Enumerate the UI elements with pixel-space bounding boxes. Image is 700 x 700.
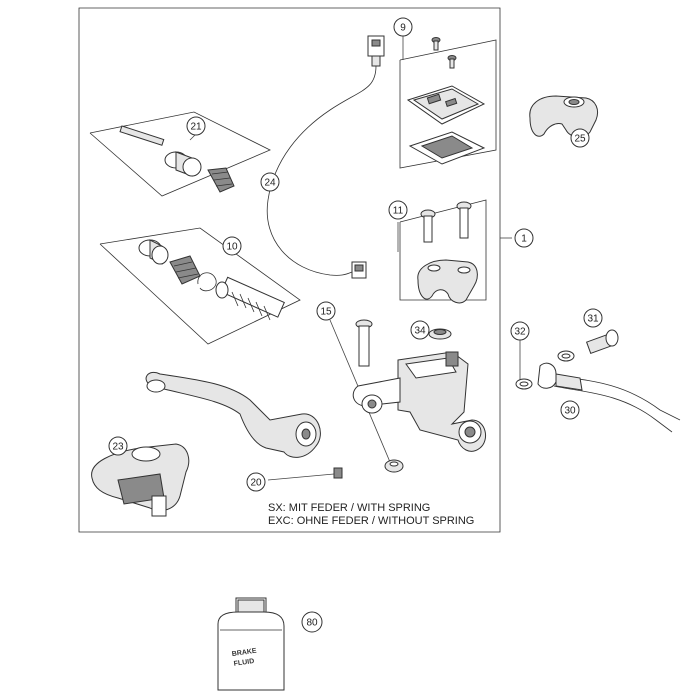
seal-cup-icon — [138, 239, 169, 265]
cover-screw-icon — [431, 37, 457, 69]
callout-25-label: 25 — [574, 134, 586, 145]
brake-line-assembly — [515, 329, 681, 433]
callout-15: 15 — [316, 301, 336, 321]
lever-protector-icon — [91, 443, 190, 517]
callout-80: 80 — [301, 611, 323, 633]
callout-1-label: 1 — [521, 234, 527, 245]
callout-11-label: 11 — [393, 206, 404, 217]
master-cylinder-icon — [352, 351, 487, 452]
piston-spring-icon — [215, 276, 285, 321]
callout-34: 34 — [410, 320, 430, 340]
callout-11: 11 — [388, 200, 408, 220]
bottle-label-line1: BRAKE — [231, 648, 257, 658]
part-group-11 — [397, 199, 487, 304]
brake-hose-icon — [537, 362, 681, 433]
adjuster-screw-icon — [267, 467, 343, 481]
clamp-part-25-icon — [529, 95, 599, 138]
reservoir-cover-icon — [406, 85, 486, 125]
dust-boot-icon — [207, 167, 235, 193]
callout-24-label: 24 — [264, 178, 276, 189]
part-group-10 — [99, 227, 301, 345]
callout-32-label: 32 — [514, 327, 526, 338]
boot-icon — [169, 255, 201, 285]
callout-34-label: 34 — [414, 326, 426, 337]
callout-31-label: 31 — [587, 314, 599, 325]
part-group-21 — [89, 111, 271, 197]
callout-15-label: 15 — [320, 307, 332, 318]
bottle-label-line2: FLUID — [233, 658, 254, 668]
brake-light-switch-cable — [266, 35, 385, 279]
clamp-bolt-icon — [420, 201, 472, 243]
circlip-icon — [197, 272, 217, 292]
callout-9: 9 — [393, 17, 413, 37]
callout-21-label: 21 — [190, 122, 202, 133]
callout-31: 31 — [583, 308, 603, 328]
banjo-washer-icon — [515, 350, 575, 390]
cup-seal-icon — [164, 151, 202, 177]
callout-1: 1 — [514, 228, 534, 248]
membrane-icon — [408, 131, 486, 165]
callout-21: 21 — [186, 116, 206, 136]
part-group-9 — [399, 36, 497, 169]
assembly-frame — [78, 7, 501, 533]
banjo-bolt-icon — [585, 329, 619, 355]
brake-lever-icon — [145, 372, 321, 458]
callout-9-label: 9 — [400, 23, 406, 34]
callout-20-label: 20 — [250, 478, 262, 489]
note-sx: SX: MIT FEDER / WITH SPRING — [268, 502, 430, 514]
piston-pin-icon — [119, 125, 165, 146]
callout-30: 30 — [560, 400, 580, 420]
callout-25: 25 — [570, 128, 590, 148]
reservoir-cap-icon — [428, 328, 452, 340]
pivot-nut-icon — [384, 459, 404, 473]
callout-24: 24 — [260, 172, 280, 192]
callout-20: 20 — [246, 472, 266, 492]
handlebar-clamp-icon — [417, 259, 478, 304]
callout-23-label: 23 — [112, 442, 124, 453]
callout-10-label: 10 — [226, 242, 238, 253]
callout-30-label: 30 — [564, 406, 576, 417]
callout-80-label: 80 — [306, 618, 318, 629]
callout-10: 10 — [222, 236, 242, 256]
note-exc: EXC: OHNE FEDER / WITHOUT SPRING — [268, 515, 474, 527]
brake-fluid-bottle-icon: BRAKE FLUID — [217, 597, 285, 691]
callout-23: 23 — [108, 436, 128, 456]
callout-32: 32 — [510, 321, 530, 341]
